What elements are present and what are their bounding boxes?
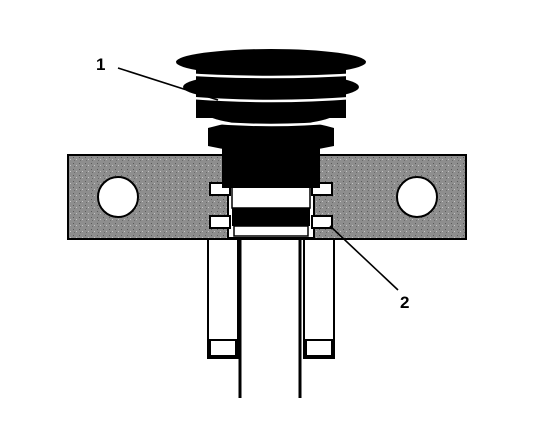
- left-guide-block: [207, 237, 239, 359]
- callout-2-label: 2: [400, 293, 409, 312]
- right-mount-hole: [396, 176, 438, 218]
- rubber-boot: [176, 49, 366, 188]
- shaft: [238, 228, 302, 398]
- callout-1-label: 1: [96, 55, 105, 74]
- callout-1-leader: [117, 67, 219, 101]
- left-mount-hole: [97, 176, 139, 218]
- right-guide-block: [303, 237, 335, 359]
- callout-2-leader: [329, 225, 399, 291]
